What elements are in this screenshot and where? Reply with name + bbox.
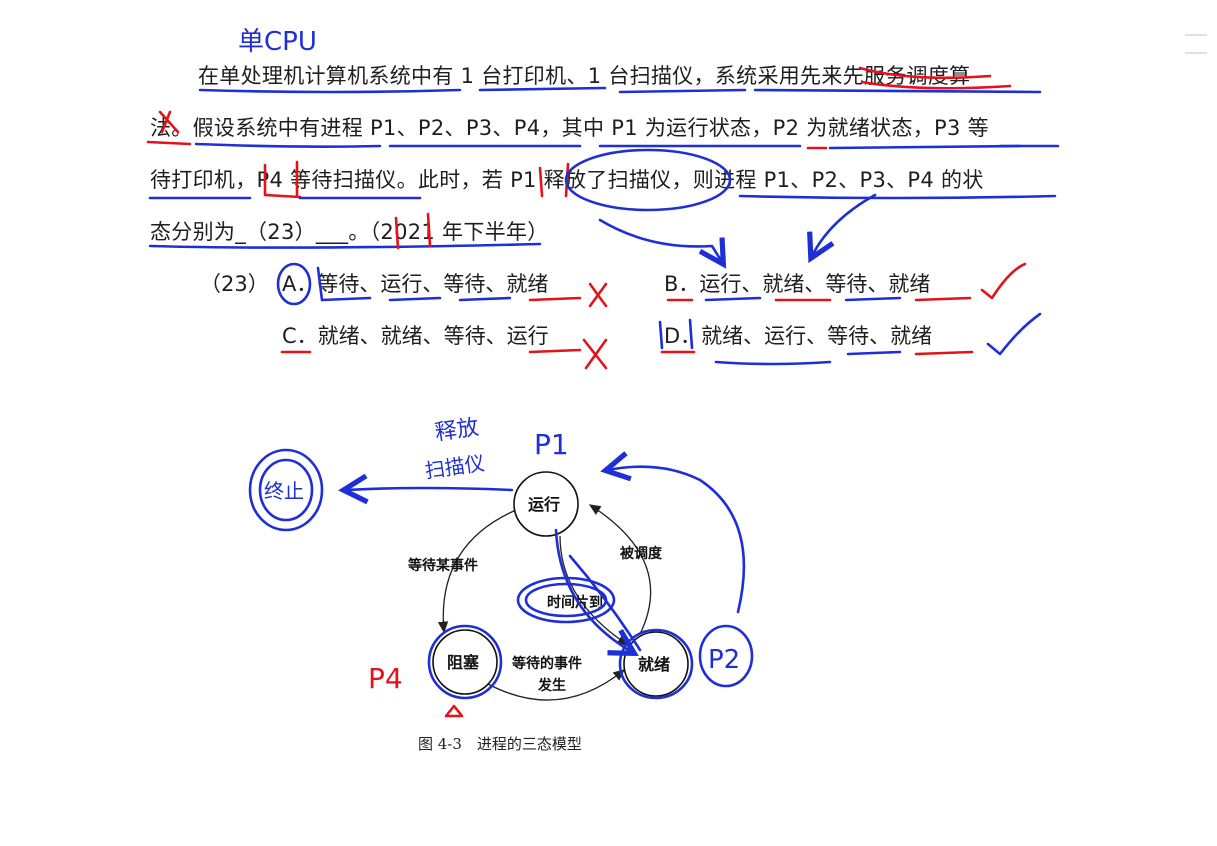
annotation-stroke: [860, 80, 1012, 90]
edge-scheduled: [588, 504, 652, 635]
annotation-stroke: [538, 166, 544, 198]
handwriting-p2: P2: [708, 645, 740, 675]
annotation-stroke: [986, 312, 1042, 356]
annotation-stroke: [914, 296, 972, 302]
annotation-stroke: [846, 350, 902, 356]
annotation-stroke: [148, 242, 542, 249]
edge-event-occurs-label-2: 发生: [537, 677, 566, 694]
annotation-stroke: [158, 110, 180, 134]
node-blocked: [432, 629, 498, 695]
annotation-stroke: [738, 194, 1057, 200]
annotation-stroke: [248, 448, 324, 532]
annotation-stroke: [812, 193, 877, 256]
handwriting-release-1: 释放: [433, 415, 480, 446]
annotation-stroke: [276, 262, 312, 306]
annotation-stroke: [320, 296, 372, 302]
annotation-stroke: [528, 296, 582, 302]
handwriting-single-cpu: 单CPU: [238, 27, 317, 57]
annotation-stroke: [478, 86, 607, 92]
annotation-stroke: [388, 296, 442, 302]
figure-caption: 图 4-3 进程的三态模型: [418, 735, 582, 753]
question-line-4: 态分别为_（23）___。（2021 年下半年）: [150, 220, 549, 244]
question-line-2: 法。假设系统中有进程 P1、P2、P3、P4，其中 P1 为运行状态，P2 为就…: [150, 116, 989, 140]
annotation-stroke: [198, 88, 462, 94]
option-number: （23）: [200, 272, 269, 296]
annotation-stroke: [688, 318, 694, 350]
annotation-stroke: [858, 66, 992, 80]
annotation-stroke: [194, 142, 382, 148]
annotation-stroke: [160, 110, 172, 134]
annotation-stroke: [980, 262, 1027, 300]
annotation-stroke: [618, 88, 747, 94]
annotation-stroke: [444, 704, 464, 718]
annotation-stroke: [588, 282, 608, 308]
annotation-stroke: [828, 144, 1022, 150]
node-ready-label: 就绪: [638, 655, 670, 674]
annotation-stroke: [584, 338, 608, 370]
annotation-stroke: [608, 467, 746, 614]
annotation-stroke: [914, 350, 974, 356]
annotation-stroke: [146, 140, 192, 146]
annotation-stroke: [258, 458, 314, 522]
annotation-stroke: [316, 266, 324, 302]
node-running-label: 运行: [528, 495, 560, 514]
handwriting-terminate: 终止: [264, 479, 304, 503]
annotation-stroke: [427, 624, 503, 700]
option-a[interactable]: A．等待、运行、等待、就绪: [282, 272, 549, 296]
node-running: [513, 471, 579, 537]
annotation-stroke: [458, 296, 512, 302]
annotation-stroke: [598, 218, 722, 262]
edge-wait-event: [437, 509, 517, 634]
annotation-stroke: [704, 296, 762, 302]
annotation-stroke: [426, 212, 432, 248]
edge-event-occurs: [487, 669, 626, 701]
annotation-stroke: [263, 193, 302, 199]
option-d[interactable]: D．就绪、运行、等待、就绪: [664, 324, 933, 348]
option-b[interactable]: B．运行、就绪、等待、就绪: [664, 272, 931, 296]
handwriting-p1: P1: [534, 428, 569, 461]
annotation-stroke: [394, 216, 400, 250]
annotation-stroke: [698, 624, 754, 688]
option-c[interactable]: C．就绪、就绪、等待、运行: [282, 324, 549, 348]
annotation-stroke: [564, 148, 732, 212]
handwriting-p4: P4: [368, 662, 403, 695]
annotation-stroke: [618, 628, 694, 700]
annotation-stroke: [658, 320, 664, 350]
edge-scheduled-label: 被调度: [620, 545, 663, 562]
annotation-stroke: [844, 296, 902, 302]
annotation-stroke: [528, 348, 582, 354]
node-blocked-label: 阻塞: [447, 653, 480, 672]
annotation-stroke: [568, 554, 642, 652]
edge-event-occurs-label-1: 等待的事件: [512, 655, 582, 672]
question-line-1: 在单处理机计算机系统中有 1 台打印机、1 台扫描仪，系统采用先来先服务调度算: [198, 64, 971, 88]
edge-wait-event-label: 等待某事件: [408, 557, 478, 574]
menu-icon[interactable]: [1185, 34, 1207, 54]
annotation-stroke: [714, 360, 832, 366]
annotation-stroke: [346, 488, 514, 490]
handwriting-release-2: 扫描仪: [423, 451, 486, 483]
edge-time-slice-label: 时间片到: [547, 594, 603, 611]
annotation-stroke: [753, 88, 1042, 94]
annotation-stroke: [554, 528, 632, 652]
